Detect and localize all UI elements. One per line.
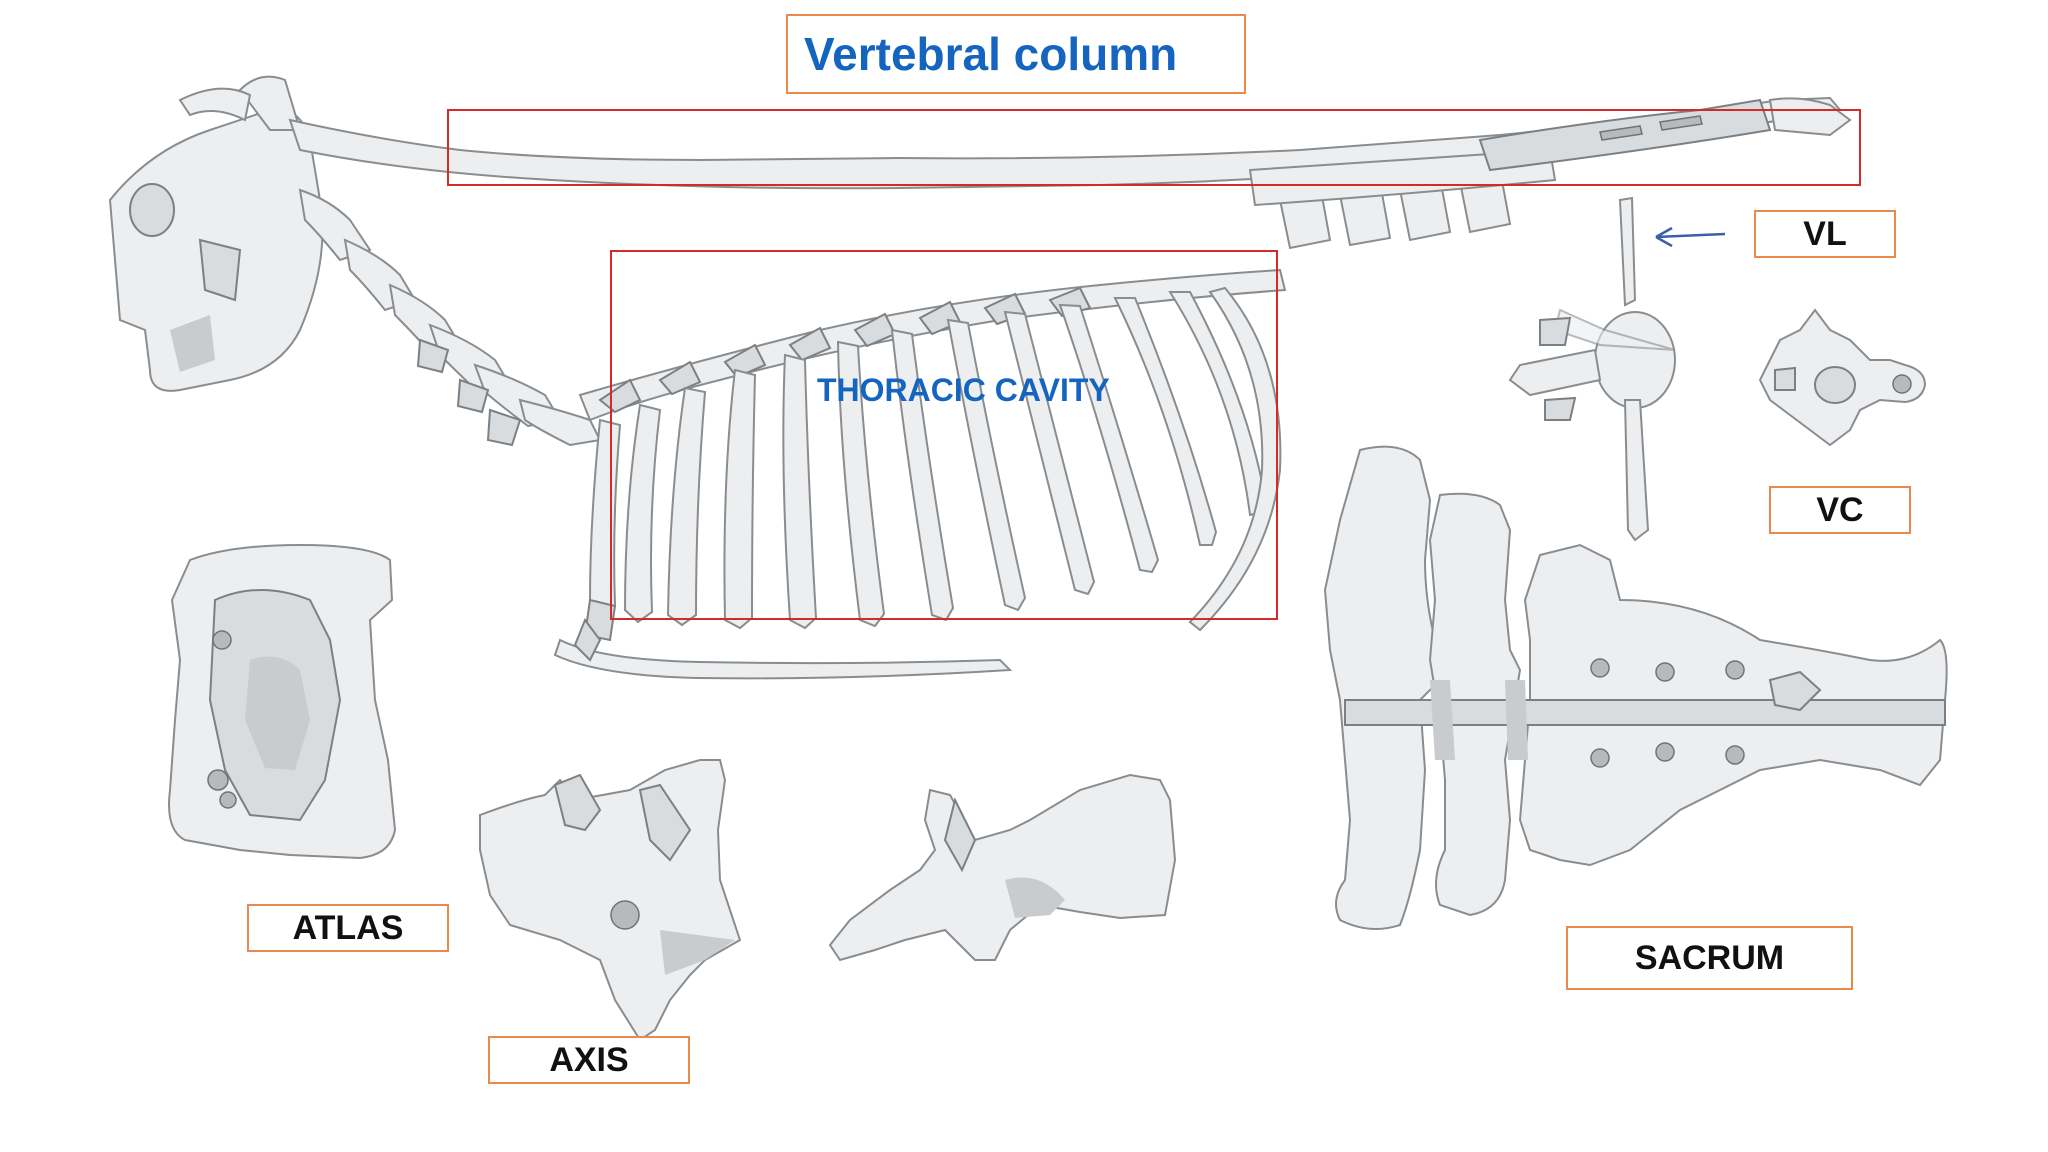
rib-cage — [553, 286, 1282, 680]
axis-label-box: AXIS — [488, 1036, 690, 1084]
sacrum-label-box: SACRUM — [1566, 926, 1853, 990]
vertebral-column-highlight — [447, 109, 1861, 186]
atlas-label: ATLAS — [292, 908, 404, 947]
vl-pointer-arrow — [1655, 226, 1726, 248]
thoracic-cavity-label: THORACIC CAVITY — [817, 372, 1110, 408]
lumbar-vertebra-illustration — [1508, 196, 1676, 542]
vc-label: VC — [1816, 490, 1864, 529]
cervical-vertebrae — [298, 188, 602, 447]
atlas-label-box: ATLAS — [247, 904, 449, 952]
skull — [108, 75, 324, 392]
thoracic-vertebra-illustration — [828, 773, 1177, 962]
axis-label: AXIS — [549, 1040, 629, 1079]
sacrum-label: SACRUM — [1634, 938, 1785, 977]
sternum-fragment — [573, 617, 602, 662]
vl-label: VL — [1803, 214, 1847, 253]
page-title: Vertebral column — [804, 28, 1178, 80]
thoracic-cavity-highlight — [610, 250, 1278, 620]
vl-label-box: VL — [1754, 210, 1896, 258]
cervical-vertebra-illustration — [1758, 308, 1927, 447]
atlas-illustration — [168, 543, 397, 860]
title-box: Vertebral column — [786, 14, 1246, 94]
axis-illustration — [479, 759, 742, 1042]
vc-label-box: VC — [1769, 486, 1911, 534]
sacrum-illustration — [1323, 445, 1948, 930]
